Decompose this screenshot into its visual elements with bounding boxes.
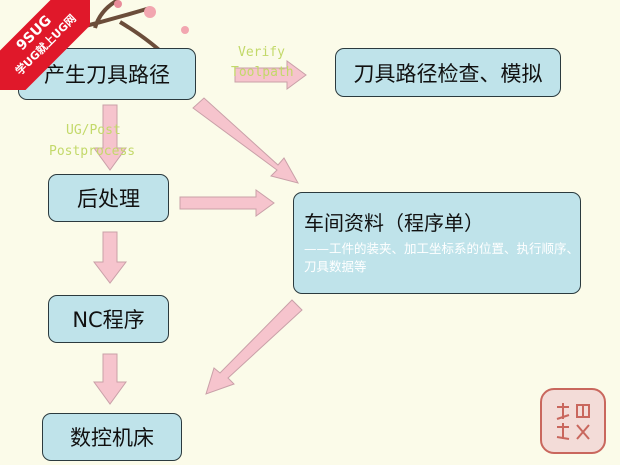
arrow-post-to-nc bbox=[92, 231, 128, 284]
label-verify-line2: Toolpath bbox=[231, 65, 294, 80]
arrow-post-to-resource bbox=[179, 189, 275, 217]
node-nc-label: NC程序 bbox=[72, 308, 145, 332]
label-verify-line1: Verify bbox=[238, 45, 285, 60]
node-shop-documents-title: 车间资料（程序单） bbox=[304, 211, 484, 235]
node-nc-program: NC程序 bbox=[48, 295, 169, 343]
label-post-line1: UG/Post bbox=[66, 123, 121, 138]
node-verify-toolpath: 刀具路径检查、模拟 bbox=[335, 48, 561, 97]
node-generate-toolpath: 产生刀具路径 bbox=[18, 48, 196, 100]
node-shop-documents: 车间资料（程序单） ——工件的装夹、加工坐标系的位置、执行顺序、刀具数据等 bbox=[293, 192, 581, 294]
site-logo-badge: 9SUG 学UG就上UG网 bbox=[0, 0, 90, 90]
node-generate-label: 产生刀具路径 bbox=[44, 63, 170, 87]
red-seal-stamp-icon bbox=[540, 388, 606, 454]
node-postprocess: 后处理 bbox=[48, 174, 169, 222]
node-postprocess-label: 后处理 bbox=[77, 187, 140, 211]
arrow-generate-to-resource bbox=[192, 97, 300, 184]
arrow-generate-to-post bbox=[93, 104, 127, 171]
arrow-nc-to-machine bbox=[93, 353, 127, 405]
node-cnc-machine: 数控机床 bbox=[42, 413, 182, 461]
arrow-generate-to-verify bbox=[234, 60, 307, 90]
node-shop-documents-description: ——工件的装夹、加工坐标系的位置、执行顺序、刀具数据等 bbox=[304, 241, 580, 274]
node-verify-label: 刀具路径检查、模拟 bbox=[353, 61, 543, 86]
label-post-line2: Postprocess bbox=[49, 144, 136, 159]
node-machine-label: 数控机床 bbox=[70, 426, 154, 450]
arrow-resource-to-machine bbox=[205, 299, 303, 395]
